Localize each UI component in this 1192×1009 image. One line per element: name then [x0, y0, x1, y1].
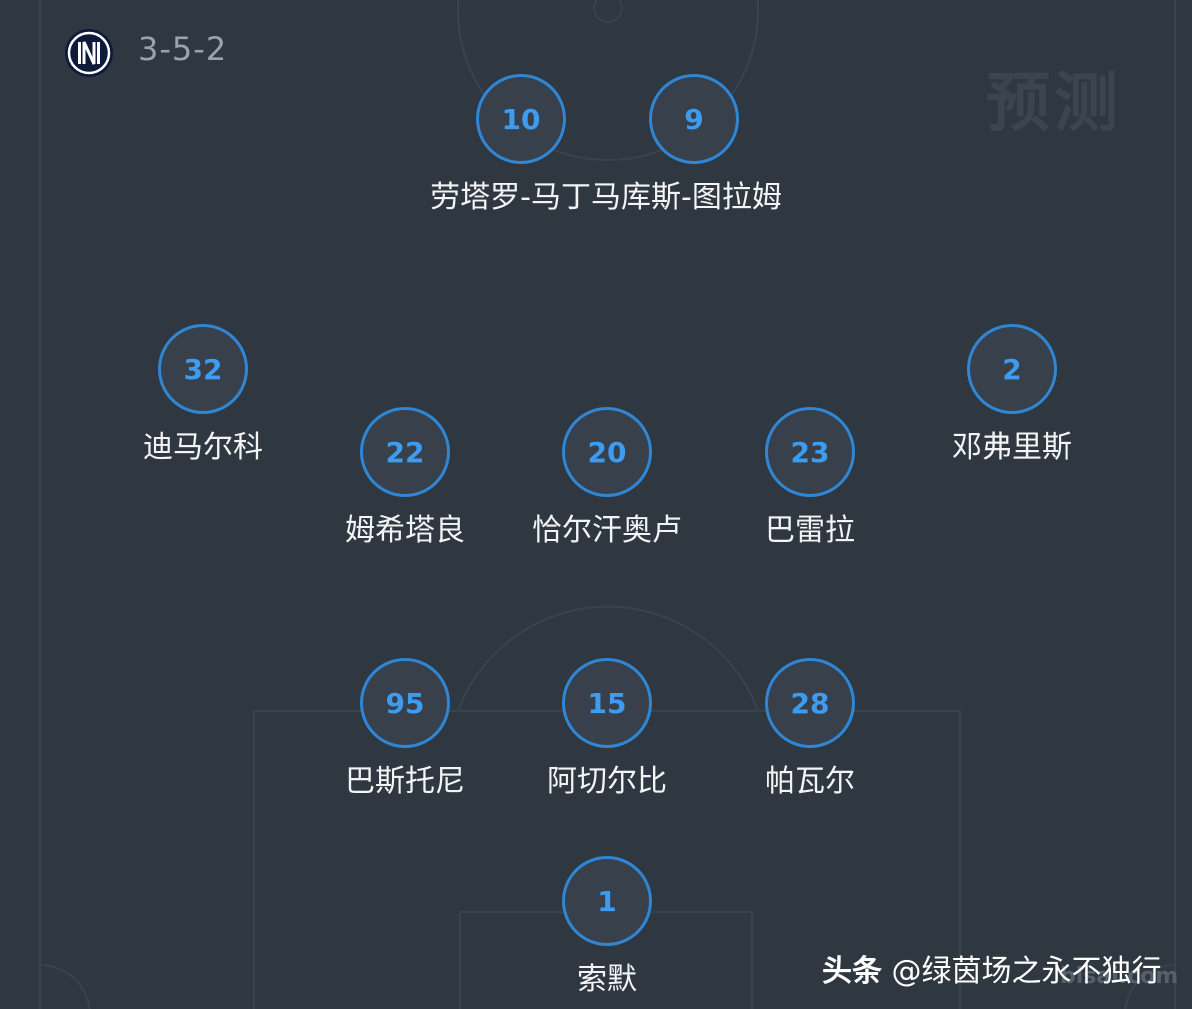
- player-marker-2[interactable]: 2: [967, 324, 1057, 414]
- credit-handle: @绿茵场之永不独行: [891, 954, 1162, 989]
- player-marker-10[interactable]: 10: [476, 74, 566, 164]
- player-name-1: 索默: [577, 962, 637, 997]
- inter-badge-icon: [64, 28, 114, 78]
- player-marker-15[interactable]: 15: [562, 658, 652, 748]
- formation-label: 3-5-2: [138, 30, 228, 68]
- author-credit: 头条 @绿茵场之永不独行: [822, 946, 1162, 990]
- player-name-23: 巴雷拉: [765, 513, 855, 548]
- credit-platform: 头条: [822, 954, 882, 989]
- player-marker-9[interactable]: 9: [649, 74, 739, 164]
- forwards-name-label: 劳塔罗-马丁马库斯-图拉姆: [430, 180, 782, 215]
- player-marker-1[interactable]: 1: [562, 856, 652, 946]
- player-marker-32[interactable]: 32: [158, 324, 248, 414]
- player-marker-28[interactable]: 28: [765, 658, 855, 748]
- player-name-32: 迪马尔科: [143, 430, 263, 465]
- player-name-95: 巴斯托尼: [345, 764, 465, 799]
- site-watermark: bisai.com: [1060, 964, 1179, 989]
- prediction-watermark: 预测: [986, 67, 1122, 141]
- player-name-2: 邓弗里斯: [952, 430, 1072, 465]
- player-name-20: 恰尔汗奥卢: [532, 513, 682, 548]
- player-marker-22[interactable]: 22: [360, 407, 450, 497]
- player-name-22: 姆希塔良: [345, 513, 465, 548]
- player-marker-95[interactable]: 95: [360, 658, 450, 748]
- player-marker-23[interactable]: 23: [765, 407, 855, 497]
- player-name-15: 阿切尔比: [547, 764, 667, 799]
- player-marker-20[interactable]: 20: [562, 407, 652, 497]
- player-name-28: 帕瓦尔: [765, 764, 855, 799]
